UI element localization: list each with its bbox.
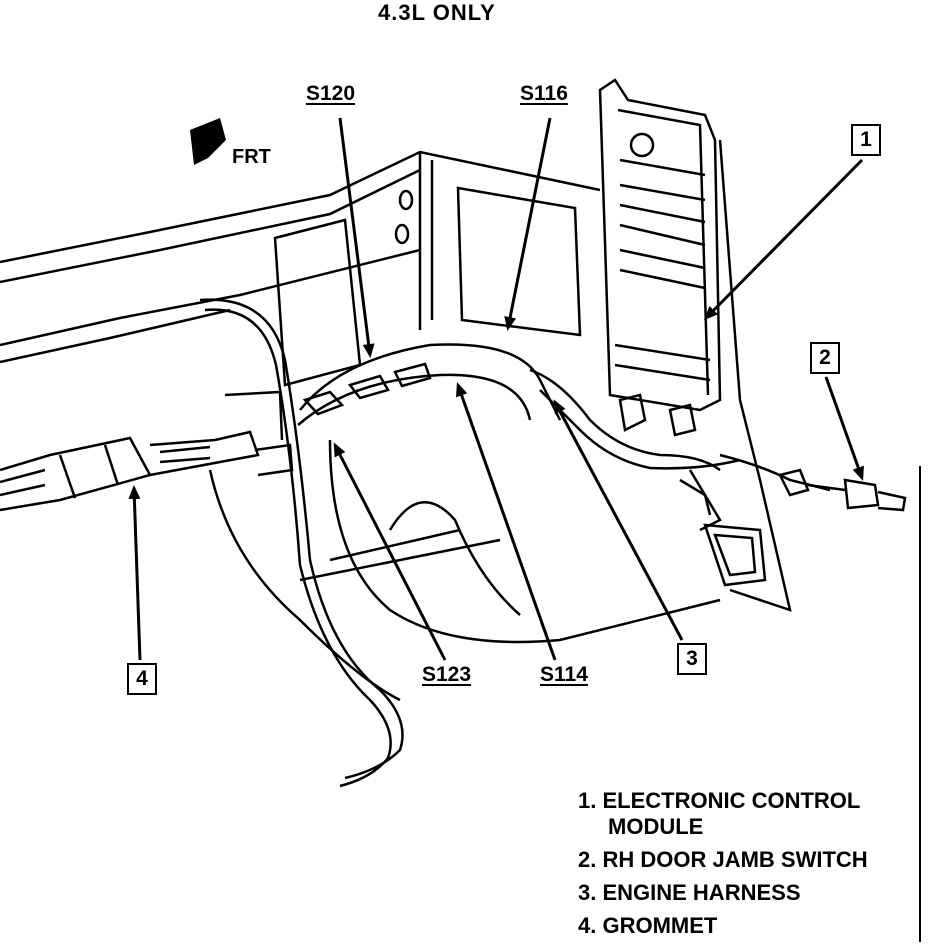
diagram-title: 4.3L ONLY xyxy=(378,0,496,25)
legend-item-2: 2. RH DOOR JAMB SWITCH xyxy=(578,847,868,872)
splice-s116-label: S116 xyxy=(520,82,568,105)
legend: 1. ELECTRONIC CONTROL MODULE 2. RH DOOR … xyxy=(578,788,868,946)
splice-s114-label: S114 xyxy=(540,663,588,686)
door-jamb-pillar xyxy=(679,139,792,612)
callout-2-leader xyxy=(824,376,864,481)
front-direction-arrow xyxy=(190,118,226,165)
engine-harness xyxy=(529,368,831,492)
splice-s123-label: S123 xyxy=(422,663,472,686)
legend-item-1: 1. ELECTRONIC CONTROL MODULE xyxy=(578,788,868,840)
callout-3-leader xyxy=(553,399,684,641)
grommet-connector xyxy=(0,390,294,512)
front-direction-label: FRT xyxy=(232,146,271,168)
s123-leader xyxy=(333,442,447,661)
ecm-module xyxy=(598,78,722,412)
s120-leader xyxy=(338,117,375,358)
legend-item-1-line1: 1. ELECTRONIC CONTROL xyxy=(578,788,861,813)
right-edge-rule xyxy=(919,466,921,942)
splice-s120-label: S120 xyxy=(306,82,356,105)
legend-item-4: 4. GROMMET xyxy=(578,913,718,938)
s116-leader xyxy=(504,117,552,331)
door-jamb-switch xyxy=(778,468,907,512)
panel-openings xyxy=(273,186,582,387)
s114-leader xyxy=(456,382,557,661)
callout-3: 3 xyxy=(677,643,707,675)
callout-1: 1 xyxy=(851,124,881,156)
legend-item-1-line2: MODULE xyxy=(608,814,704,839)
body-panel xyxy=(0,150,601,364)
callout-4: 4 xyxy=(127,663,157,695)
leader-lines xyxy=(128,117,864,661)
wheelhouse xyxy=(208,343,721,702)
harness-wire xyxy=(199,298,404,788)
callout-2: 2 xyxy=(810,342,840,374)
callout-4-leader xyxy=(128,485,142,661)
legend-item-3: 3. ENGINE HARNESS xyxy=(578,880,801,905)
callout-1-leader xyxy=(703,158,864,321)
